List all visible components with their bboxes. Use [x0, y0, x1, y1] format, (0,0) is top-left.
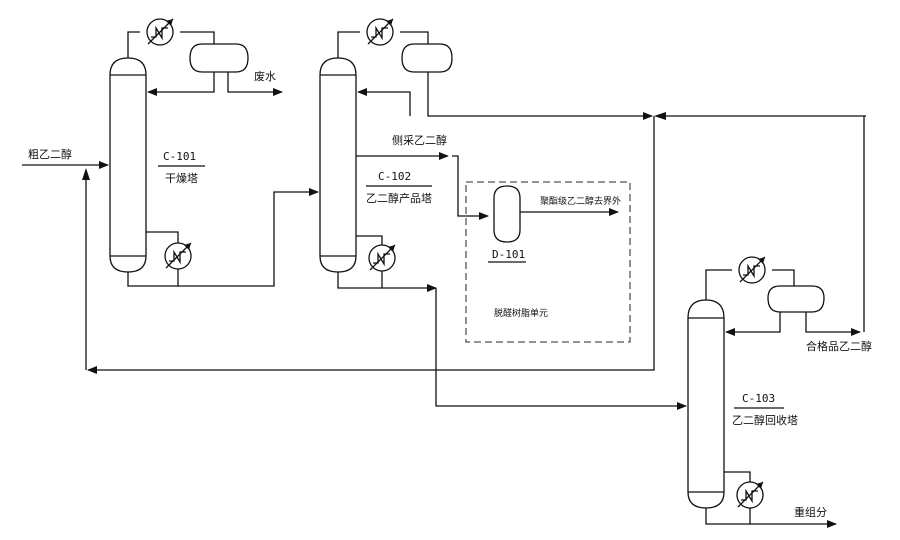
waste-water-label: 废水 — [254, 69, 276, 83]
column-c102 — [319, 57, 357, 273]
c103-name: 乙二醇回收塔 — [732, 413, 798, 427]
resin-unit-label: 脱醛树脂单元 — [494, 307, 548, 319]
feed-label: 粗乙二醇 — [28, 147, 72, 161]
c103-tag: C-103 — [742, 392, 775, 405]
c102-name: 乙二醇产品塔 — [366, 191, 432, 205]
side-draw-label: 侧采乙二醇 — [392, 133, 447, 147]
c102-tag: C-102 — [378, 170, 411, 183]
c101-name: 干燥塔 — [165, 172, 198, 185]
reflux-drum-c102 — [401, 43, 453, 73]
column-c103 — [687, 299, 725, 509]
polyester-product-label: 聚酯级乙二醇去界外 — [540, 195, 621, 207]
condenser-c103-icon — [738, 256, 766, 284]
condenser-c102-icon — [366, 18, 394, 46]
reboiler-c102-icon — [368, 244, 396, 272]
reflux-drum-c103 — [767, 285, 825, 313]
resin-unit-box: 脱醛树脂单元 — [465, 181, 631, 343]
reboiler-c103-icon — [736, 481, 764, 509]
reboiler-c101-icon — [164, 242, 192, 270]
c101-tag: C-101 — [163, 150, 196, 163]
vessel-d101 — [493, 185, 521, 243]
condenser-c101-icon — [146, 18, 174, 46]
reflux-drum-c101 — [189, 43, 249, 73]
column-c101 — [109, 57, 147, 273]
d101-tag: D-101 — [492, 248, 525, 261]
qualified-product-label: 合格品乙二醇 — [806, 339, 872, 353]
heavy-components-label: 重组分 — [794, 505, 827, 519]
